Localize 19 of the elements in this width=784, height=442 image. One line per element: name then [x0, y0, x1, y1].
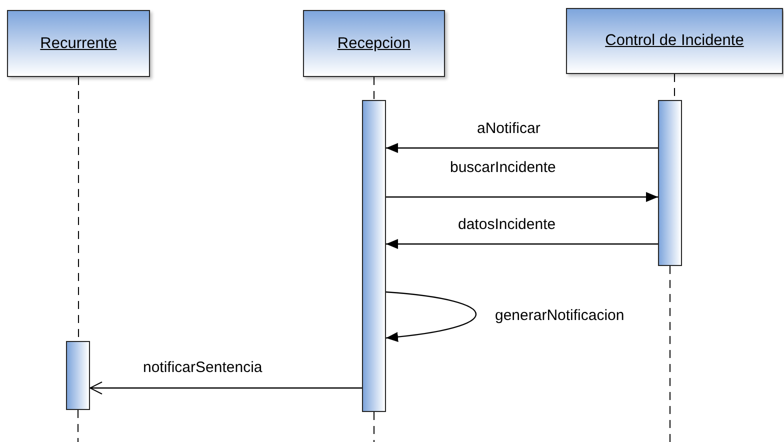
message-arrow: [386, 143, 658, 153]
message-label: datosIncidente: [458, 216, 556, 233]
activation-bar: [362, 100, 386, 412]
lifeline-header: [7, 10, 150, 77]
message-arrow: [90, 382, 362, 394]
message-label: aNotificar: [477, 120, 540, 137]
message-arrow: [386, 192, 658, 202]
message-label: buscarIncidente: [450, 159, 556, 176]
activation-bar: [658, 100, 682, 266]
participant-name: Recurrente: [40, 34, 117, 52]
lifeline-header: [303, 10, 445, 77]
message-label: notificarSentencia: [143, 359, 262, 376]
activation-bar: [66, 341, 90, 410]
message-label: generarNotificacion: [495, 307, 624, 324]
message-arrow: [386, 239, 658, 249]
self-message-arrow: [386, 291, 476, 342]
participant-name: Recepcion: [337, 34, 411, 52]
participant-name: Control de Incidente: [605, 32, 744, 50]
lifeline-header: [566, 8, 783, 74]
